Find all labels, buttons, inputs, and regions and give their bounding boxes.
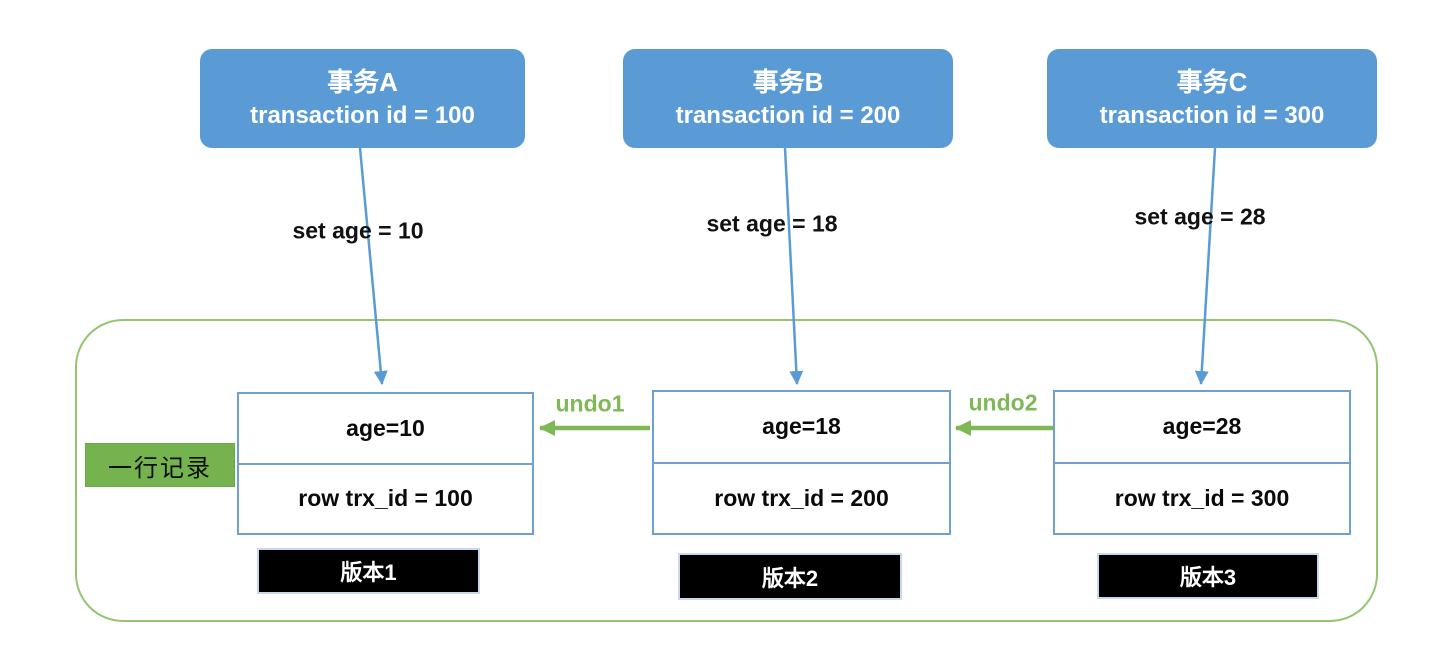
record-version1-age: age=10 [239,394,532,465]
version3-badge: 版本3 [1097,553,1319,599]
undo2-label: undo2 [968,389,1038,416]
transaction-b-box: 事务B transaction id = 200 [623,49,953,148]
record-version2: age=18 row trx_id = 200 [652,390,951,535]
record-version2-trx: row trx_id = 200 [714,484,889,511]
set-age-label-b: set age = 18 [706,210,838,237]
transaction-c-name: 事务C [1176,66,1248,97]
record-version1-trx: row trx_id = 100 [298,485,473,512]
set-age-label-c: set age = 28 [1134,203,1266,230]
transaction-a-name: 事务A [327,66,398,97]
row-record-label: 一行记录 [85,443,235,487]
transaction-c-id: transaction id = 300 [1099,101,1325,129]
version1-badge: 版本1 [257,548,480,594]
set-age-label-a: set age = 10 [292,217,424,244]
transaction-a-box: 事务A transaction id = 100 [200,49,525,148]
transaction-b-name: 事务B [752,66,824,97]
transaction-b-id: transaction id = 200 [675,101,901,129]
record-version3-trx: row trx_id = 300 [1114,484,1290,511]
version2-badge: 版本2 [678,553,902,600]
record-version2-age: age=18 [654,392,949,464]
transaction-a-id: transaction id = 100 [250,101,475,129]
record-version3: age=28 row trx_id = 300 [1053,390,1351,535]
record-version1: age=10 row trx_id = 100 [237,392,534,535]
record-version3-age: age=28 [1055,392,1349,464]
row-record-container [75,319,1378,622]
undo1-label: undo1 [555,390,625,417]
transaction-c-box: 事务C transaction id = 300 [1047,49,1377,148]
